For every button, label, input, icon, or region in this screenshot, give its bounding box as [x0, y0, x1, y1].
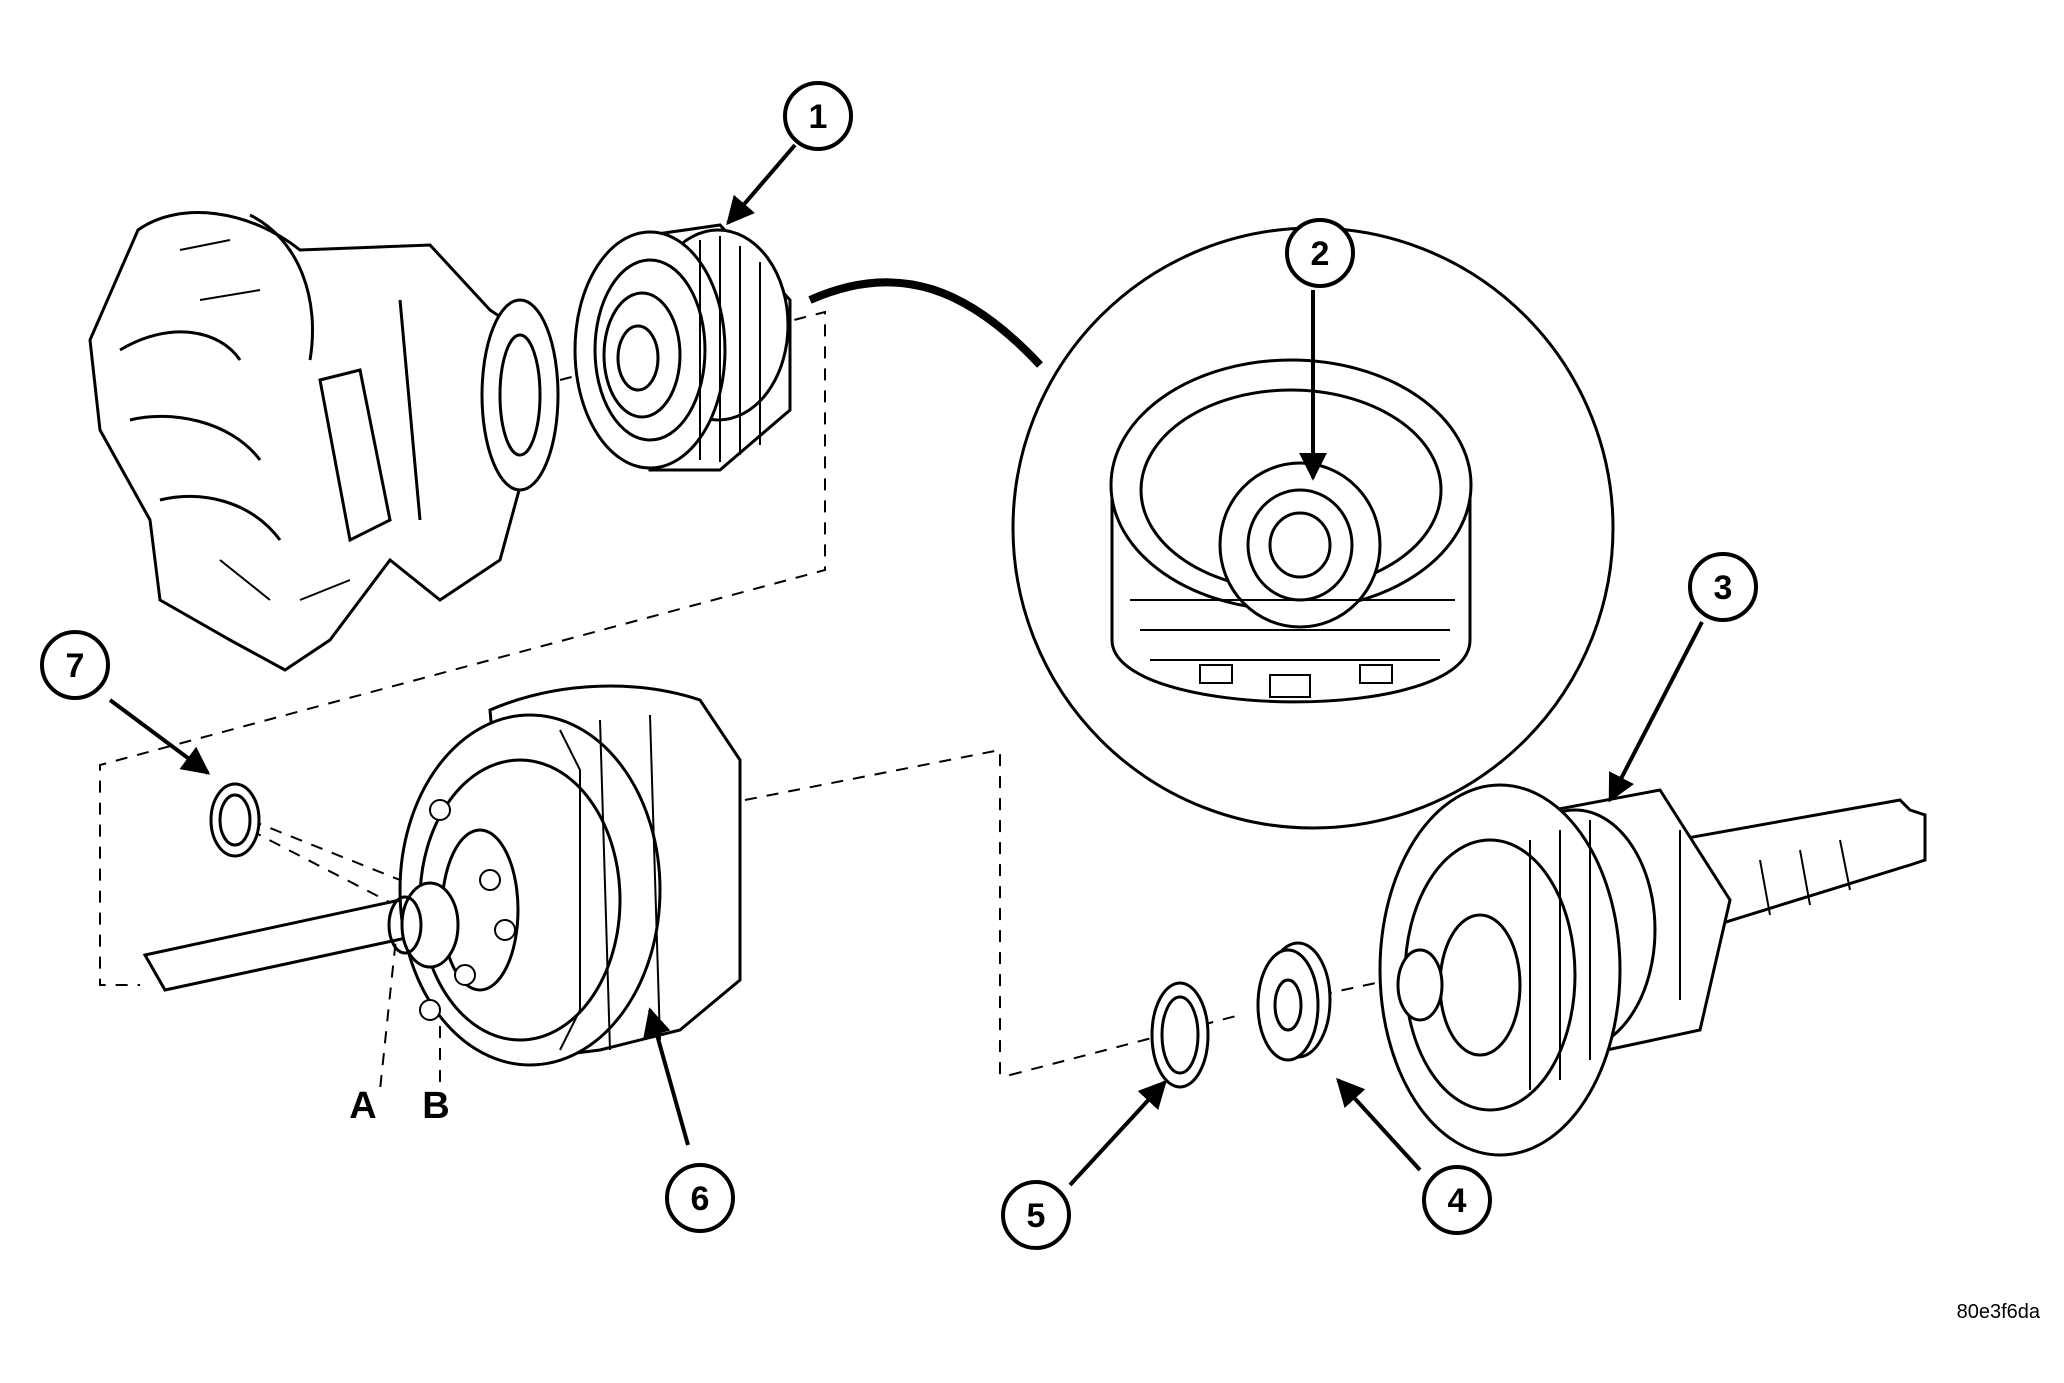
arrow-6: [643, 1007, 690, 1146]
leader-arrows: [108, 143, 1704, 1187]
callout-3: 3: [1688, 552, 1758, 622]
callout-6-label: 6: [691, 1180, 710, 1218]
callout-4: 4: [1422, 1165, 1492, 1235]
part-1-assembly: [573, 223, 792, 472]
label-a: A: [349, 1085, 376, 1127]
part-7-snap-ring: [209, 782, 261, 858]
label-b: B: [422, 1085, 449, 1127]
part-3-assembly: [1378, 783, 1927, 1157]
arrow-5: [1068, 1079, 1167, 1187]
arrow-3: [1608, 621, 1704, 803]
arrow-4: [1336, 1077, 1422, 1172]
detail-view-circle: [1011, 226, 1615, 830]
callout-1: 1: [783, 81, 853, 151]
callout-4-label: 4: [1448, 1182, 1467, 1220]
callout-2: 2: [1285, 218, 1355, 288]
callout-7: 7: [40, 630, 110, 700]
callout-5: 5: [1001, 1180, 1071, 1250]
arrow-1: [726, 143, 797, 226]
part-5-snap-ring: [1150, 981, 1210, 1089]
callout-3-label: 3: [1714, 569, 1733, 607]
callout-7-label: 7: [66, 647, 85, 685]
arrow-7: [108, 698, 211, 775]
transmission-case: [88, 211, 560, 672]
detail-connector-curve: [808, 278, 1043, 368]
part-6-assembly: [142, 684, 742, 1067]
callout-2-label: 2: [1311, 235, 1330, 273]
figure-code: 80e3f6da: [1957, 1301, 2041, 1323]
callout-6: 6: [665, 1163, 735, 1233]
callout-5-label: 5: [1027, 1197, 1046, 1235]
callout-1-label: 1: [809, 98, 828, 136]
part-4-washer: [1256, 941, 1332, 1062]
